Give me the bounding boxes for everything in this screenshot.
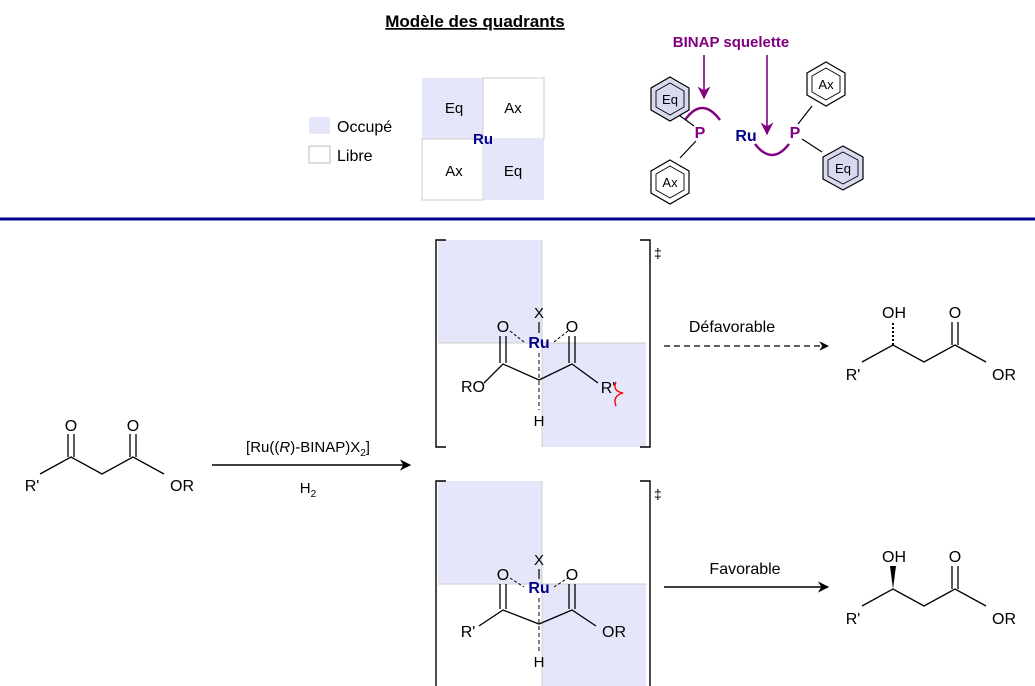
quadrant-top-right-label: Ax [504, 100, 522, 117]
h2-label: H2 [300, 480, 317, 500]
quadrant-diagram: Eq Ax Ax Eq Ru [421, 77, 545, 201]
binap-phosphorus-left: P [695, 125, 706, 142]
bond-p-phenyl-br [801, 138, 823, 153]
binap-arc-left [684, 106, 721, 121]
bond-p-phenyl-bl [679, 140, 697, 159]
legend-occupied-label: Occupé [337, 119, 392, 136]
product-top-or: OR [992, 367, 1016, 384]
phenyl-top-left-label: Eq [662, 92, 678, 107]
product-top-o: O [949, 305, 961, 322]
ts-bottom-bracket-left [435, 480, 446, 686]
path-top-label: Défavorable [689, 319, 775, 336]
substrate-or: OR [170, 478, 194, 495]
ts-bottom-or: OR [602, 624, 626, 641]
ts-bottom-o-left: O [497, 567, 509, 584]
product-bottom-oh: OH [882, 549, 906, 566]
binap-backbone-label: BINAP squelette [673, 34, 789, 51]
binap-phosphorus-right: P [790, 125, 801, 142]
quadrant-metal-label: Ru [473, 131, 493, 148]
ts-bottom-quadrant-br [542, 584, 646, 686]
ts-top-bracket-right [640, 239, 651, 448]
quadrant-top-left [422, 78, 483, 139]
ts-top-dagger: ‡ [654, 245, 662, 261]
binap-sketch: BINAP squelette P P Ru Eq Ax Ax [650, 34, 864, 205]
substrate-beta-ketoester: O O R' OR [25, 418, 194, 495]
phenyl-top-right-label: Ax [818, 77, 834, 92]
ts-bottom-h: H [534, 654, 545, 671]
product-bottom-wedge-bond [890, 566, 896, 589]
binap-metal: Ru [735, 128, 756, 145]
legend-occupied-swatch [309, 117, 330, 134]
ts-top-r-prime: R' [601, 380, 616, 397]
quadrant-top-left-label: Eq [445, 100, 463, 117]
binap-arc-right [754, 143, 790, 157]
ts-bottom-metal: Ru [528, 580, 549, 597]
ts-top-quadrant-br [542, 343, 646, 447]
transition-state-top: ‡ X Ru O O RO H R' [435, 239, 662, 448]
quadrant-model-title: Modèle des quadrants [385, 12, 564, 31]
product-top-oh: OH [882, 305, 906, 322]
ts-top-o-right: O [566, 319, 578, 336]
phenyl-bottom-right-label: Eq [835, 161, 851, 176]
ts-top-metal: Ru [528, 335, 549, 352]
product-top-r-prime: R' [846, 367, 861, 384]
ts-top-quadrant-tl [438, 240, 542, 343]
quadrant-bottom-left [421, 138, 484, 201]
product-bottom-r-prime: R' [846, 611, 861, 628]
quadrant-bottom-right [483, 139, 544, 200]
transition-state-bottom: ‡ X Ru O O R' H OR [435, 480, 662, 686]
ts-top-x: X [534, 305, 544, 322]
ts-bottom-dagger: ‡ [654, 486, 662, 502]
ts-top-h: H [534, 413, 545, 430]
phenyl-bottom-right: Eq [822, 145, 864, 191]
legend-free-label: Libre [337, 148, 373, 165]
phenyl-top-left: Eq [650, 76, 690, 122]
phenyl-bottom-left: Ax [650, 159, 690, 205]
product-bottom-or: OR [992, 611, 1016, 628]
bond-p-phenyl-tr [797, 105, 813, 125]
substrate-o-ester: O [127, 418, 139, 435]
product-top: OH O R' OR [846, 305, 1016, 384]
product-bottom-o: O [949, 549, 961, 566]
ts-top-ro: RO [461, 379, 485, 396]
product-bottom: OH O R' OR [846, 549, 1016, 628]
phenyl-top-right: Ax [806, 61, 846, 107]
path-bottom-label: Favorable [709, 561, 780, 578]
ts-bottom-bracket-right [640, 480, 651, 686]
quadrant-bottom-left-label: Ax [445, 163, 463, 180]
ts-bottom-o-right: O [566, 567, 578, 584]
ts-bottom-x: X [534, 552, 544, 569]
ts-top-steric-clash [614, 381, 624, 407]
ts-top-o-left: O [497, 319, 509, 336]
legend-free-swatch [308, 145, 331, 164]
catalyst-label: [Ru((R)-BINAP)X2] [246, 439, 370, 459]
substrate-o-ketone: O [65, 418, 77, 435]
ts-bottom-quadrant-tl [438, 481, 542, 584]
ts-top-bracket-left [435, 239, 446, 448]
substrate-r-prime: R' [25, 478, 40, 495]
ts-bottom-r-prime: R' [461, 624, 476, 641]
quadrant-legend: Occupé Libre [308, 117, 392, 165]
quadrant-bottom-right-label: Eq [504, 163, 522, 180]
quadrant-top-right [482, 77, 545, 140]
phenyl-bottom-left-label: Ax [662, 175, 678, 190]
